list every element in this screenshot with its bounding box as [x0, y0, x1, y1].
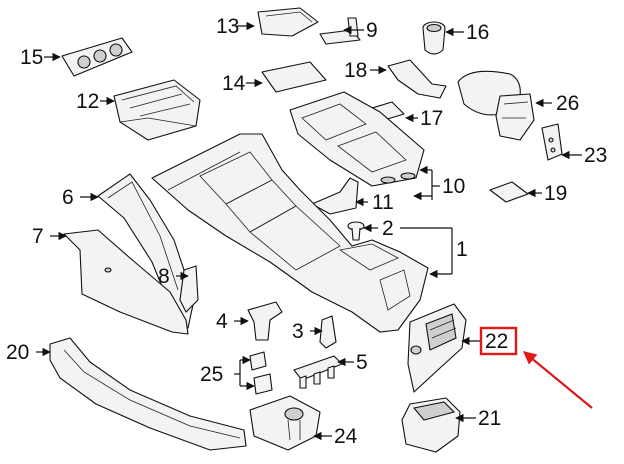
part-11-drawing: [311, 177, 359, 215]
callout-7: 7: [32, 225, 44, 248]
callout-13: 13: [216, 15, 239, 38]
part-14-drawing: [261, 61, 327, 93]
callout-26: 26: [556, 92, 579, 115]
callout-6: 6: [62, 186, 74, 209]
part-20-drawing: [49, 337, 247, 451]
highlight-box: [479, 326, 518, 356]
callout-23: 23: [584, 144, 607, 167]
part-16-drawing: [422, 21, 446, 55]
callout-24: 24: [334, 425, 358, 448]
part-7-drawing: [63, 229, 189, 335]
highlight-arrow: [522, 351, 593, 409]
callout-18: 18: [344, 59, 367, 82]
callout-25: 25: [200, 363, 223, 386]
part-25-drawing: [249, 351, 273, 395]
callout-8: 8: [158, 265, 170, 288]
part-19-drawing: [489, 181, 529, 203]
part-1-drawing: [151, 133, 429, 333]
callout-21: 21: [478, 407, 501, 430]
part-22-drawing: [407, 303, 467, 393]
part-24-drawing: [249, 395, 321, 451]
callout-9: 9: [366, 19, 378, 42]
part-2-drawing: [347, 221, 365, 241]
part-3-drawing: [319, 315, 337, 349]
callout-1: 1: [456, 238, 468, 261]
part-5-drawing: [293, 355, 343, 389]
part-6-drawing: [97, 173, 195, 329]
callout-15: 15: [20, 46, 43, 69]
part-4-drawing: [247, 301, 283, 341]
part-12-drawing: [113, 79, 201, 141]
callout-3: 3: [292, 320, 304, 343]
callout-5: 5: [356, 351, 368, 374]
part-21-drawing: [401, 397, 461, 453]
callout-16: 16: [466, 21, 489, 44]
part-10-drawing: [289, 91, 425, 187]
callout-2: 2: [382, 217, 394, 240]
part-13-drawing: [257, 7, 319, 37]
callout-22: 22: [485, 330, 508, 353]
part-9-drawing: [319, 17, 361, 45]
callout-19: 19: [544, 182, 567, 205]
part-26-drawing: [457, 70, 535, 141]
callout-numbers: 13 9 16 15 14 18 12 26 17 23 10 6 11 19 …: [6, 15, 607, 448]
leader-lines: [36, 21, 582, 441]
callout-11: 11: [372, 191, 394, 214]
part-15-drawing: [61, 37, 133, 77]
highlight-part-22: [479, 326, 593, 409]
callout-17: 17: [420, 107, 443, 130]
part-23-drawing: [541, 123, 563, 161]
callout-12: 12: [76, 90, 99, 113]
callout-4: 4: [216, 310, 228, 333]
callout-14: 14: [222, 72, 246, 95]
part-18-drawing: [387, 59, 447, 99]
callout-20: 20: [6, 341, 29, 364]
callout-10: 10: [442, 175, 465, 198]
